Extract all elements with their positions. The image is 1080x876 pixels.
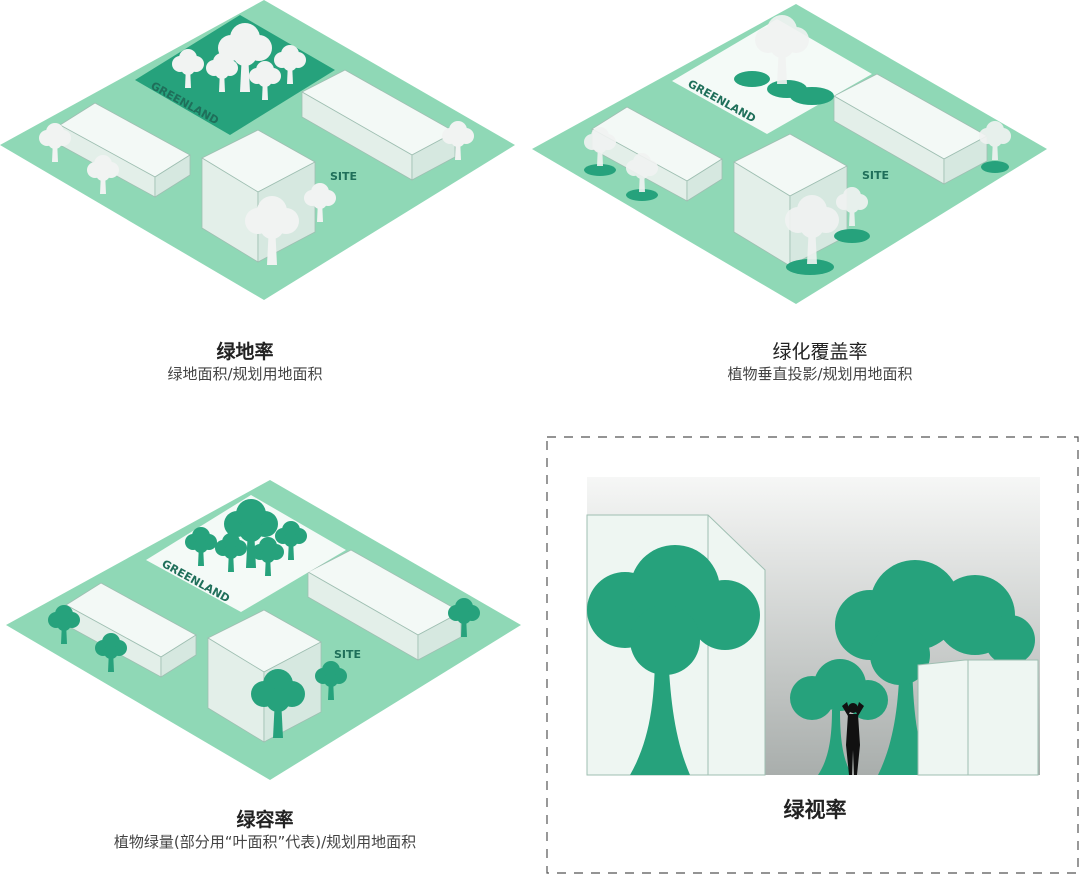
panel-green-coverage-ratio: GREENLAND SITE	[531, 3, 1048, 305]
caption-formula: 植物垂直投影/规划用地面积	[727, 365, 913, 383]
caption-title: 绿视率	[783, 798, 847, 822]
building-right	[917, 659, 1039, 776]
greenland-area	[135, 15, 335, 135]
tree-right	[835, 560, 1035, 775]
greenland-area	[672, 19, 872, 134]
caption-title: 绿地率	[216, 341, 274, 363]
caption-green-looking-ratio: 绿视率	[715, 798, 915, 822]
person-icon	[842, 702, 864, 775]
caption-title: 绿化覆盖率	[772, 341, 868, 363]
caption-green-land-ratio: 绿地率 绿地面积/规划用地面积	[120, 340, 370, 384]
caption-title: 绿容率	[236, 809, 294, 831]
panel-green-looking-ratio	[546, 436, 1079, 874]
panel-green-volume-ratio: GREENLAND SITE	[5, 479, 522, 781]
caption-formula: 植物绿量(部分用“叶面积”代表)/规划用地面积	[113, 833, 417, 851]
site-label: SITE	[334, 648, 361, 661]
caption-green-volume-ratio: 绿容率 植物绿量(部分用“叶面积”代表)/规划用地面积	[40, 808, 490, 852]
caption-green-coverage-ratio: 绿化覆盖率 植物垂直投影/规划用地面积	[660, 340, 980, 384]
tree-small	[790, 659, 888, 775]
site-label: SITE	[330, 170, 357, 183]
tree-left	[587, 545, 760, 775]
panel-green-land-ratio: GREENLAND SITE	[0, 0, 516, 301]
tree-projections	[584, 71, 1009, 275]
dashed-frame	[546, 436, 1079, 874]
caption-formula: 绿地面积/规划用地面积	[167, 365, 323, 383]
site-label: SITE	[862, 169, 889, 182]
